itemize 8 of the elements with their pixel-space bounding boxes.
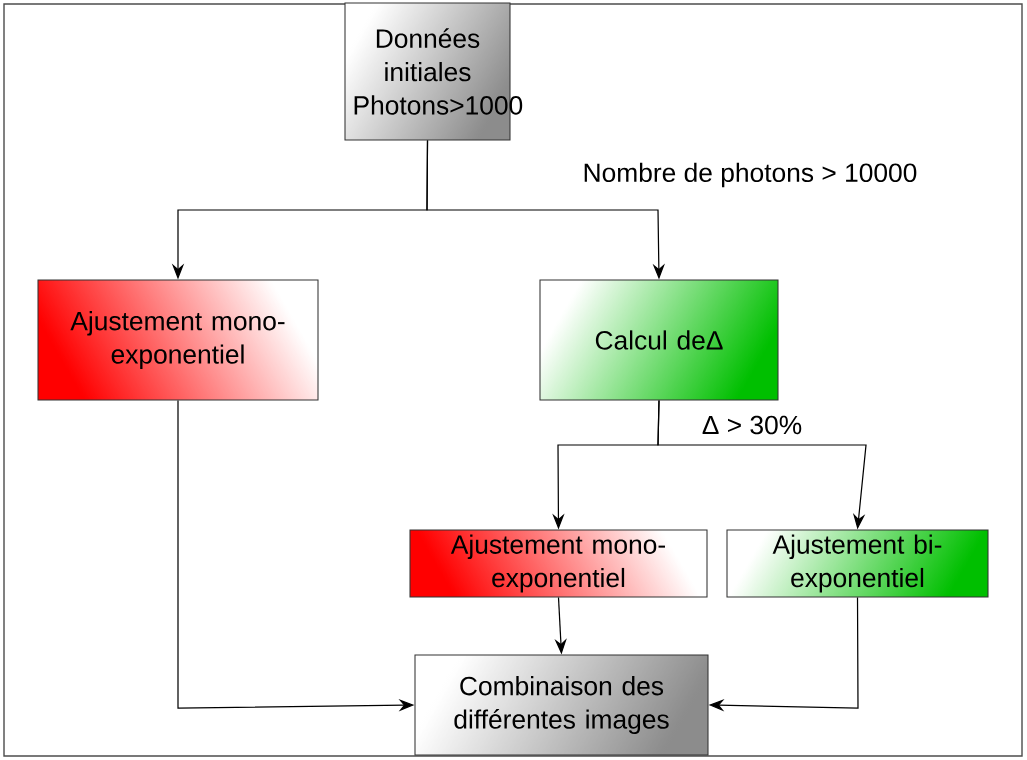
process-box: Ajustement mono-exponentiel [409, 529, 708, 598]
process-box: Ajustement mono-exponentiel [37, 279, 319, 401]
edge-label: Δ > 30% [700, 413, 804, 437]
process-box: Calcul deΔ [539, 279, 779, 401]
process-box: Combinaison des différentes images [414, 654, 709, 756]
process-box: Ajustement bi-exponentiel [726, 529, 989, 598]
process-box: Données initiales Photons>1000 [344, 2, 523, 141]
edge-label: Nombre de photons > 10000 [580, 160, 920, 190]
